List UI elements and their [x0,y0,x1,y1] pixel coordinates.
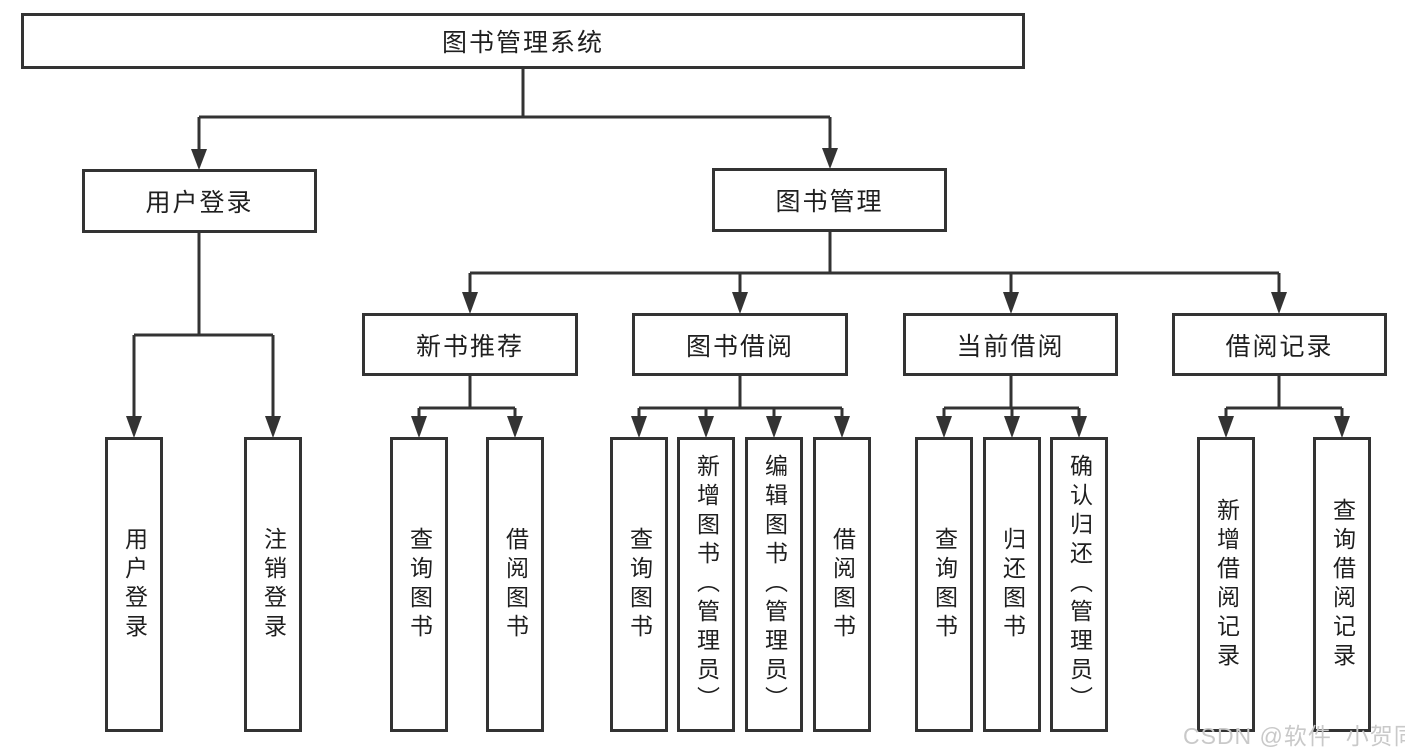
node-book-borrow: 图书借阅 [632,313,848,376]
leaf-query-books-recommend: 查询图书 [390,437,448,732]
leaf-confirm-return-admin: 确认归还（管理员） [1050,437,1108,732]
node-book-management: 图书管理 [712,168,947,232]
leaf-borrow-books-recommend: 借阅图书 [486,437,544,732]
connector-borrow-records-children [1218,376,1350,438]
node-root-system: 图书管理系统 [21,13,1025,69]
leaf-add-borrow-record: 新增借阅记录 [1197,437,1255,732]
leaf-user-login: 用户登录 [105,437,163,732]
connector-book-borrow-children [631,376,850,438]
node-user-login: 用户登录 [82,169,317,233]
connector-current-borrow-children [936,376,1087,438]
leaf-borrow-books: 借阅图书 [813,437,871,732]
connector-book-management-children [462,232,1287,314]
leaf-edit-books-admin: 编辑图书（管理员） [745,437,803,732]
leaf-logout: 注销登录 [244,437,302,732]
connector-root-to-level2 [191,68,838,170]
leaf-add-books-admin: 新增图书（管理员） [677,437,735,732]
connector-new-book-children [411,376,523,438]
leaf-query-books-current: 查询图书 [915,437,973,732]
connector-user-login-children [126,233,281,438]
leaf-query-books-borrow: 查询图书 [610,437,668,732]
leaf-return-books: 归还图书 [983,437,1041,732]
leaf-query-borrow-record: 查询借阅记录 [1313,437,1371,732]
node-borrow-records: 借阅记录 [1172,313,1387,376]
node-current-borrow: 当前借阅 [903,313,1118,376]
node-new-book-recommend: 新书推荐 [362,313,578,376]
csdn-watermark: CSDN @软件_小贺同学 [1183,723,1405,747]
